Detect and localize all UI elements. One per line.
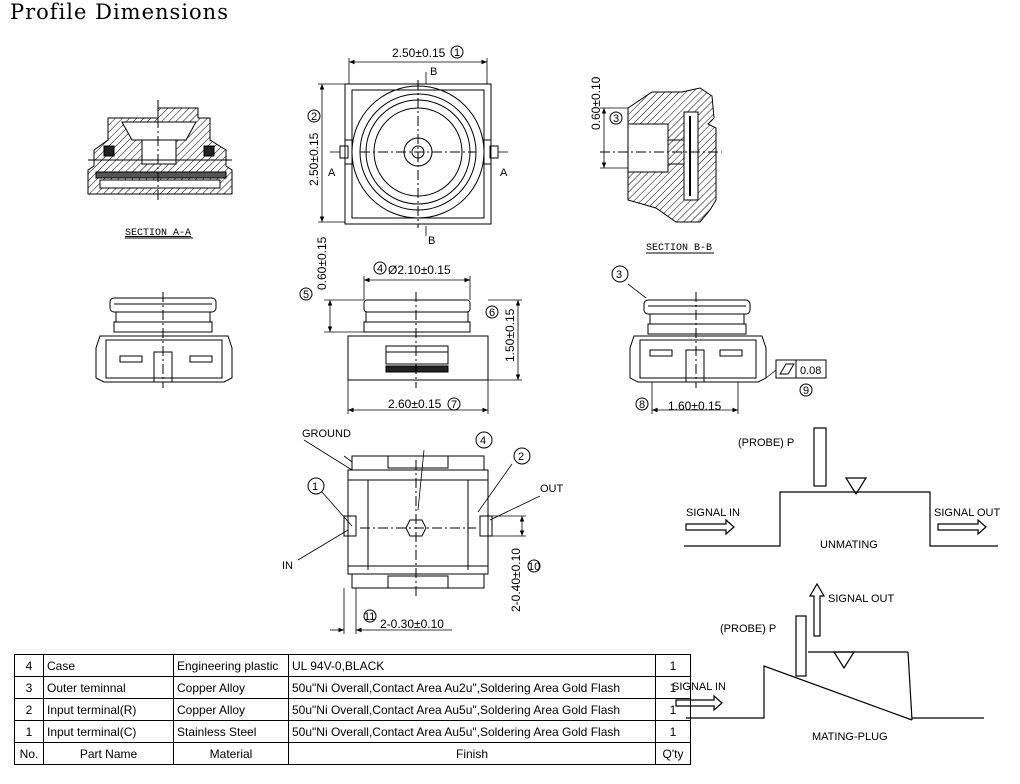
dim-front-width: 2.60±0.15: [388, 397, 442, 411]
cell-part-name: Outer teminnal: [43, 676, 174, 699]
cell-qty: 1: [655, 698, 691, 721]
cell-part-name: Case: [43, 654, 174, 677]
cell-qty: 1: [655, 654, 691, 677]
balloon-8-right: 8: [639, 399, 645, 411]
cell-finish: 50u"Ni Overall,Contact Area Au5u",Solder…: [288, 698, 656, 721]
header-no: No.: [14, 742, 44, 765]
signal-out-label-unmating: SIGNAL OUT: [934, 507, 1000, 519]
cell-no: 3: [14, 676, 44, 699]
table-row: 2 Input terminal(R) Copper Alloy 50u"Ni …: [14, 698, 691, 721]
cell-finish: UL 94V-0,BLACK: [288, 654, 656, 677]
dim-front-diameter: Ø2.10±0.15: [388, 263, 451, 277]
cell-material: Stainless Steel: [173, 720, 289, 743]
dim-front-height-small: 0.60±0.15: [315, 236, 329, 290]
balloon-6-front: 6: [489, 307, 495, 319]
flatness-value: 0.08: [800, 365, 821, 377]
section-bb-caption: SECTION B-B: [646, 243, 712, 254]
cell-finish: 50u"Ni Overall,Contact Area Au2u",Solder…: [288, 676, 656, 699]
balloon-3-right: 3: [616, 269, 622, 281]
balloon-3-section-b: 3: [613, 113, 619, 125]
cell-qty: 1: [655, 720, 691, 743]
section-mark-b-bottom: B: [428, 235, 435, 247]
dim-bottom-pad-height: 2-0.40±0.10: [509, 548, 523, 612]
section-aa-caption: SECTION A-A: [125, 228, 191, 239]
section-mark-a-left: A: [328, 167, 336, 179]
page-title: Profile Dimensions: [10, 0, 229, 24]
probe-label-unmating: (PROBE) P: [738, 437, 794, 449]
cell-material: Engineering plastic: [173, 654, 289, 677]
section-bb-view: [600, 87, 722, 223]
dim-section-b-height: 0.60±0.10: [589, 76, 603, 130]
balloon-2-bottom: 2: [518, 451, 524, 463]
unmating-diagram: [684, 427, 998, 547]
header-qty: Q'ty: [655, 742, 691, 765]
dim-top-width: 2.50±0.15: [392, 46, 446, 60]
front-view: [347, 292, 489, 388]
left-side-view: [95, 292, 233, 388]
balloon-4-front: 4: [377, 263, 383, 275]
header-part-name: Part Name: [43, 742, 174, 765]
bottom-view: [343, 455, 493, 596]
signal-in-label-unmating: SIGNAL IN: [686, 507, 740, 519]
signal-out-label-mating: SIGNAL OUT: [828, 593, 894, 605]
table-row: 4 Case Engineering plastic UL 94V-0,BLAC…: [14, 654, 691, 677]
cell-no: 2: [14, 698, 44, 721]
ground-label: GROUND: [302, 428, 351, 440]
top-view: [339, 80, 499, 228]
header-material: Material: [173, 742, 289, 765]
balloon-7-front: 7: [451, 399, 457, 411]
header-finish: Finish: [288, 742, 656, 765]
balloon-1-bottom: 1: [312, 481, 318, 493]
cell-no: 1: [14, 720, 44, 743]
section-mark-b-top: B: [430, 66, 437, 78]
balloon-5-front: 5: [303, 289, 309, 301]
unmating-caption: UNMATING: [820, 539, 878, 551]
cell-part-name: Input terminal(C): [43, 720, 174, 743]
section-aa-view: [87, 100, 233, 200]
balloon-11: 11: [364, 611, 375, 623]
balloon-4-bottom: 4: [480, 435, 486, 447]
balloon-1-top: 1: [454, 47, 460, 59]
mating-caption: MATING-PLUG: [812, 731, 888, 743]
in-label: IN: [282, 560, 293, 572]
cell-material: Copper Alloy: [173, 698, 289, 721]
cell-finish: 50u"Ni Overall,Contact Area Au5u",Solder…: [288, 720, 656, 743]
cell-no: 4: [14, 654, 44, 677]
balloon-10: 10: [528, 561, 540, 573]
balloon-2-top: 2: [311, 111, 317, 123]
dim-bottom-pad-width: 2-0.30±0.10: [380, 617, 444, 631]
probe-label-mating: (PROBE) P: [720, 623, 776, 635]
table-row: 1 Input terminal(C) Stainless Steel 50u"…: [14, 720, 691, 743]
mating-diagram: [675, 582, 984, 721]
dim-top-height: 2.50±0.15: [307, 132, 321, 186]
section-mark-a-right: A: [500, 167, 508, 179]
right-side-view: [629, 292, 767, 388]
dim-front-height: 1.50±0.15: [503, 308, 517, 362]
cell-material: Copper Alloy: [173, 676, 289, 699]
table-row: 3 Outer teminnal Copper Alloy 50u"Ni Ove…: [14, 676, 691, 699]
table-header-row: No. Part Name Material Finish Q'ty: [14, 742, 691, 765]
balloon-9: 9: [803, 385, 809, 397]
parts-table: 4 Case Engineering plastic UL 94V-0,BLAC…: [14, 654, 691, 765]
out-label: OUT: [540, 483, 564, 495]
cell-qty: 1: [655, 676, 691, 699]
flatness-tolerance: [775, 359, 827, 379]
cell-part-name: Input terminal(R): [43, 698, 174, 721]
dim-side-width: 1.60±0.15: [668, 399, 722, 413]
